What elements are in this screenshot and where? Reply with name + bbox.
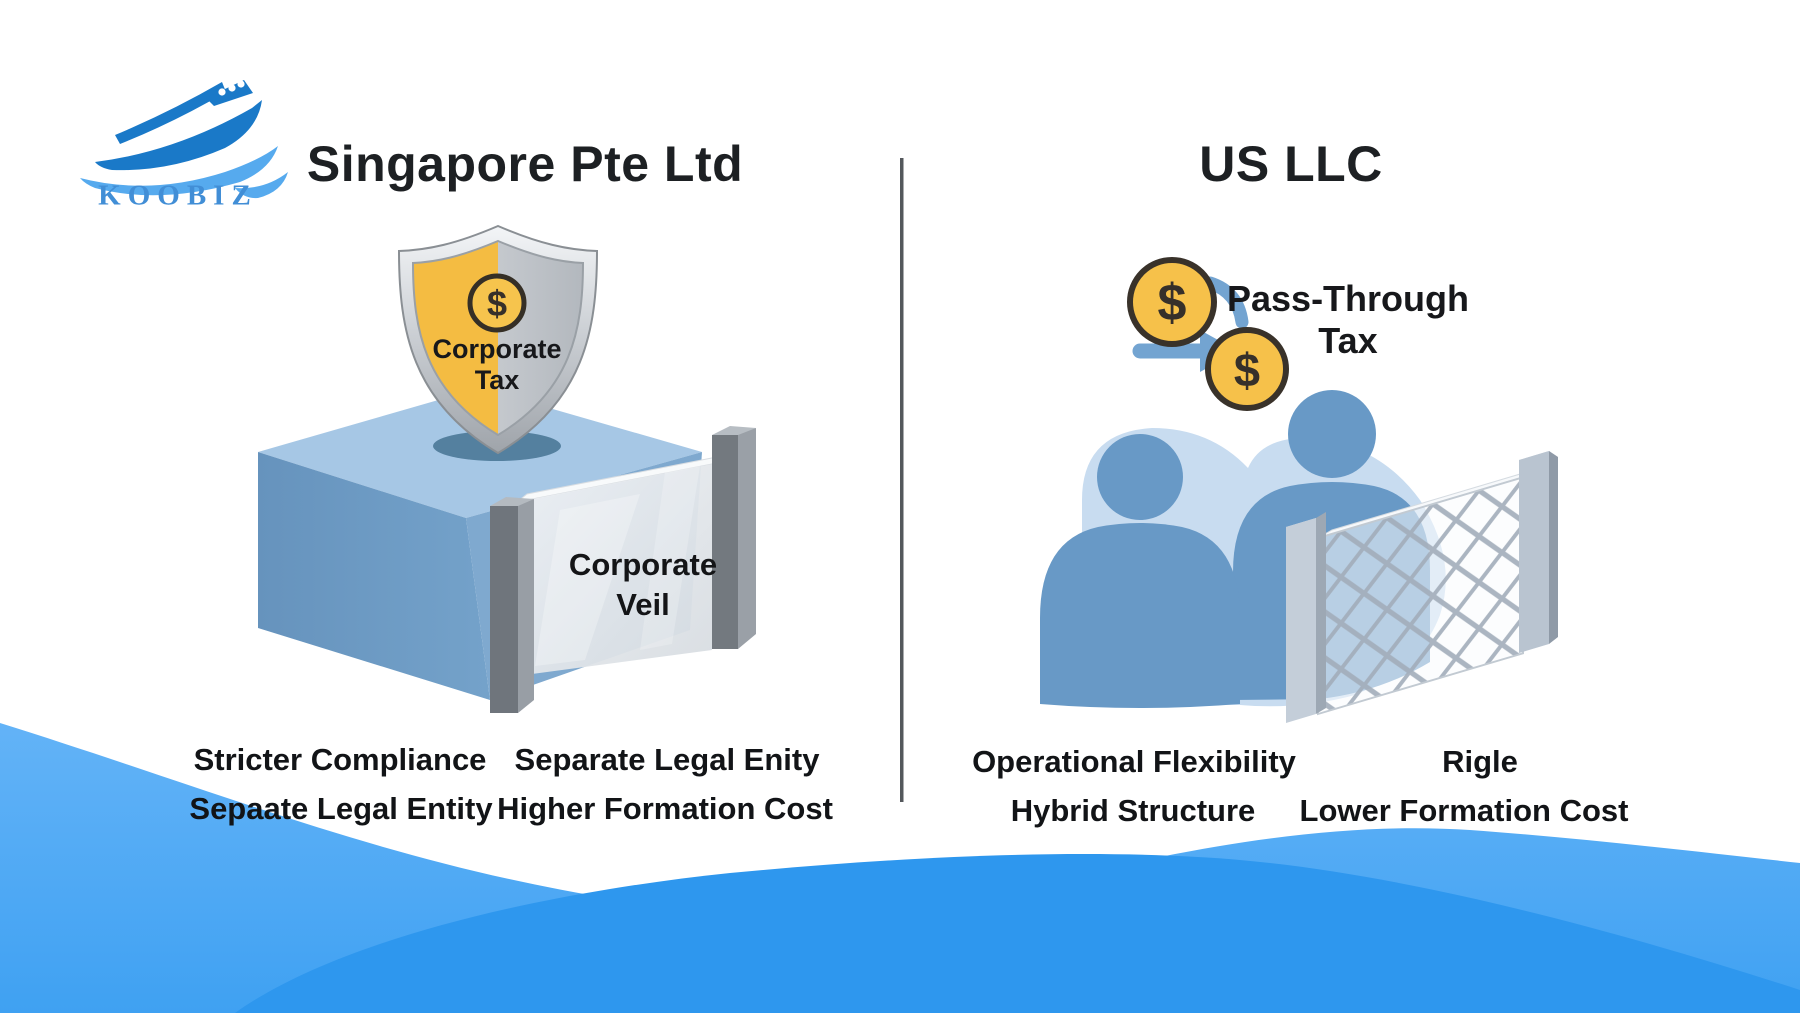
veil-label: Corporate Veil	[569, 545, 717, 625]
shield-dollar-coin-icon	[467, 273, 527, 333]
corporate-tax-shield-icon	[397, 224, 599, 455]
divider-line	[900, 158, 904, 802]
left-feature-3: Sepaate Legal Entity	[189, 791, 493, 826]
shield-label: Corporate Tax	[432, 334, 561, 396]
left-panel-title: Singapore Pte Ltd	[306, 136, 744, 192]
shield-label-line1: Corporate	[432, 334, 562, 364]
right-feature-2: Rigle	[1442, 744, 1518, 779]
left-feature-2: Separate Legal Enity	[514, 742, 820, 777]
pass-through-flow-icon	[1127, 257, 1289, 411]
right-feature-4: Lower Formation Cost	[1299, 793, 1629, 828]
right-feature-1: Operational Flexibility	[972, 744, 1296, 779]
corporate-veil-panel-icon	[490, 426, 756, 713]
bottom-wave-decoration	[0, 723, 1800, 1013]
shield-dollar-glyph: $	[486, 283, 508, 324]
members-icon	[1040, 390, 1446, 708]
liability-mesh-icon	[1286, 451, 1558, 723]
right-feature-3: Hybrid Structure	[1010, 793, 1256, 828]
brand-logo-text: KOOBIZ	[98, 179, 258, 212]
coin-dollar-glyph: $	[1233, 343, 1261, 397]
left-feature-4: Higher Formation Cost	[497, 791, 833, 826]
curve-arrow-icon	[1203, 276, 1249, 329]
pass-through-line1: Pass-Through	[1226, 278, 1470, 319]
pass-through-label: Pass-Through Tax	[1227, 278, 1469, 362]
left-feature-1: Stricter Compliance	[193, 742, 487, 777]
coin-dollar-glyph: $	[1157, 274, 1187, 332]
right-panel-title: US LLC	[1199, 136, 1383, 192]
veil-label-line2: Veil	[616, 587, 670, 622]
pass-through-line2: Tax	[1318, 320, 1378, 361]
veil-label-line1: Corporate	[568, 547, 718, 582]
dollar-coin-icon	[1205, 327, 1289, 411]
koobiz-ship-icon	[80, 80, 288, 199]
dollar-coin-icon	[1127, 257, 1217, 347]
shield-label-line2: Tax	[474, 365, 520, 395]
